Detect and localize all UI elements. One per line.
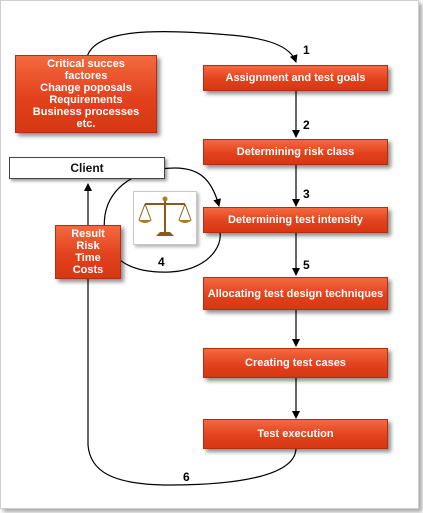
factor-line: Business processes (32, 106, 140, 118)
result-box: Result Risk Time Costs (55, 225, 121, 279)
step-number-2: 2 (303, 118, 310, 132)
step-test-design-techniques: Allocating test design techniques (203, 277, 388, 310)
step-test-intensity: Determining test intensity (203, 207, 388, 233)
factor-line: Change poposals (40, 82, 132, 94)
result-line: Time (75, 252, 101, 264)
input-factors-box: Critical succes factores Change poposals… (15, 55, 157, 133)
client-box: Client (9, 157, 165, 179)
factor-line: Requirements (49, 94, 123, 106)
factor-line: Critical succes (47, 58, 125, 70)
balance-scale-icon (133, 191, 197, 245)
step-number-6: 6 (183, 470, 190, 484)
step-number-3: 3 (303, 187, 310, 201)
result-line: Costs (72, 264, 104, 276)
factor-line: factores (64, 70, 108, 82)
step-number-1: 1 (303, 43, 310, 57)
step-number-5: 5 (303, 258, 310, 272)
step-test-execution: Test execution (203, 419, 388, 449)
result-line: Risk (76, 240, 100, 252)
factor-line: etc. (76, 118, 96, 130)
loop-4 (103, 167, 222, 273)
step-risk-class: Determining risk class (203, 139, 388, 165)
step-number-4: 4 (158, 255, 165, 269)
step-test-cases: Creating test cases (203, 348, 388, 378)
loop-6 (84, 183, 297, 486)
step-assignment: Assignment and test goals (203, 65, 388, 91)
arrow-1 (86, 30, 298, 63)
result-line: Result (71, 228, 105, 240)
